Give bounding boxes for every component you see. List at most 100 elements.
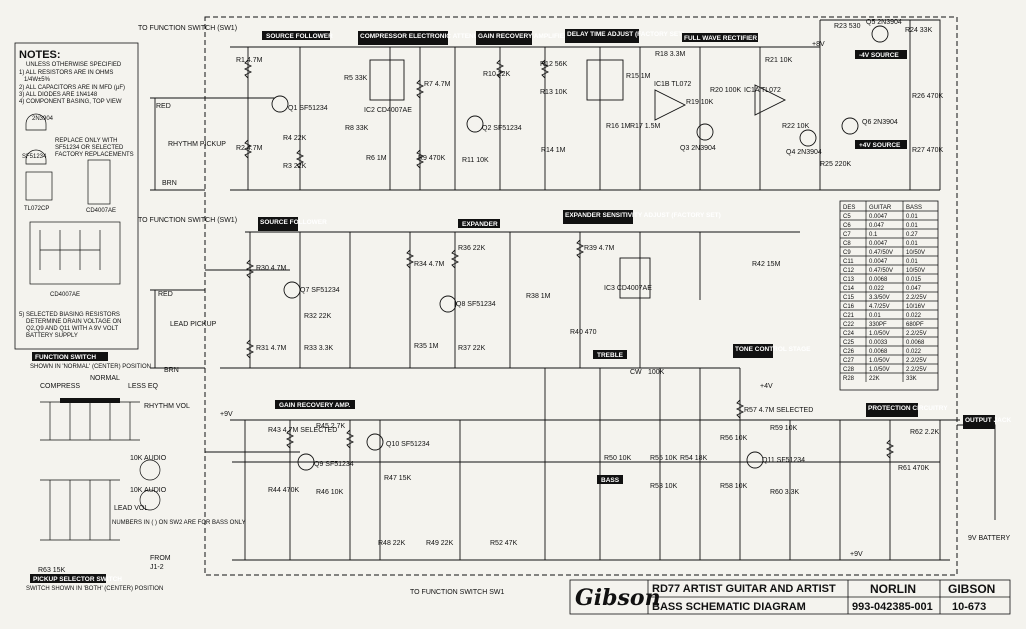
r47-label: R47 15K (384, 475, 412, 482)
to-function-switch-mid: TO FUNCTION SWITCH (SW1) (138, 217, 237, 224)
table-cell: 2.2/25V (906, 295, 927, 301)
lead-pot-icon (139, 489, 161, 511)
part-labels: R1 4.7M R2 4.7M R3 22K R4 22K R5 33K R6 … (38, 19, 943, 574)
r7-label: R7 4.7M (424, 81, 451, 88)
rhythm-pot-icon (139, 459, 161, 481)
table-cell: 0.0068 (906, 340, 925, 346)
q1-label: Q1 SF51234 (288, 105, 328, 112)
r62-label: R62 2.2K (910, 429, 940, 436)
q10-label: Q10 SF51234 (386, 441, 430, 448)
q1-transistor-icon (271, 95, 289, 113)
table-cell: 0.47/50V (869, 268, 893, 274)
r17-label: R17 1.5M (630, 123, 661, 130)
r13-label: R13 10K (540, 89, 568, 96)
r44-label: R44 470K (268, 487, 299, 494)
lead-red-wire: RED (158, 291, 173, 298)
table-cell: 1.0/50V (869, 331, 890, 337)
note-line: 5) SELECTED BIASING RESISTORS (19, 312, 120, 318)
q9-label: Q9 SF51234 (314, 461, 354, 468)
r10-label: R10 22K (483, 71, 511, 78)
q9-transistor-icon (297, 453, 315, 471)
r32-label: R32 22K (304, 313, 332, 320)
section-pickup-selector: PICKUP SELECTOR SWITCH (33, 576, 122, 583)
note-line: UNLESS OTHERWISE SPECIFIED (26, 62, 122, 68)
r49-label: R49 22K (426, 540, 454, 547)
section-bass: BASS (601, 477, 620, 484)
notes-heading: NOTES: (19, 49, 61, 61)
table-cell: C13 (843, 277, 855, 283)
section-source-follower: SOURCE FOLLOWER (266, 33, 333, 40)
r59-label: R59 10K (770, 425, 798, 432)
q7-label: Q7 SF51234 (300, 287, 340, 294)
note-line: 3) ALL DIODES ARE 1N4148 (19, 92, 98, 98)
r37-label: R37 22K (458, 345, 486, 352)
plus4v-label: +4V (760, 383, 773, 390)
compress-label: COMPRESS (40, 383, 80, 390)
gibson-logo: Gibson (575, 585, 661, 611)
r31-label: R31 4.7M (256, 345, 287, 352)
rhythm-vol-label: RHYTHM VOL (144, 403, 190, 410)
table-cell: 1.0/50V (869, 358, 890, 364)
treble-pot-value: 100K (648, 369, 665, 376)
q6-label: Q6 2N3904 (862, 119, 898, 126)
section-plus4v-source: +4V SOURCE (859, 142, 901, 149)
table-cell: C9 (843, 250, 851, 256)
r12-label: R12 56K (540, 61, 568, 68)
r48-label: R48 22K (378, 540, 406, 547)
table-cell: 3.3/50V (869, 295, 890, 301)
q5-label: Q5 2N3904 (866, 19, 902, 26)
transistors (271, 25, 889, 471)
company-name: NORLIN (870, 582, 916, 596)
table-cell: C25 (843, 340, 855, 346)
section-delay-time: DELAY TIME ADJUST (FACTORY SET) (567, 31, 684, 38)
brand-name: GIBSON (948, 582, 995, 596)
r11-label: R11 10K (462, 157, 489, 164)
lead-vol-label: LEAD VOL (114, 505, 148, 512)
plus9v-label: +9V (220, 411, 233, 418)
function-switch-caption: SHOWN IN 'NORMAL' (CENTER) POSITION (30, 364, 151, 370)
q2-transistor-icon (466, 115, 484, 133)
ic1b-label: IC1B TL072 (654, 81, 691, 88)
note-line: REPLACE ONLY WITH (55, 138, 117, 144)
treble-pot-cw: CW (630, 369, 642, 376)
note-line: SF51234 OR SELECTED (55, 145, 124, 151)
j1-2-label: J1-2 (150, 564, 164, 571)
r34-label: R34 4.7M (414, 261, 445, 268)
section-minus4v-source: -4V SOURCE (859, 52, 899, 59)
table-cell: 0.27 (906, 232, 918, 238)
jfet-outline-icon (25, 149, 47, 165)
section-compressor: COMPRESSOR ELECTRONIC ATTENUATOR (360, 33, 497, 40)
section-gain-recovery-amp: GAIN RECOVERY AMP. (279, 402, 350, 409)
section-treble: TREBLE (597, 352, 624, 359)
table-cell: C26 (843, 349, 855, 355)
q6-transistor-icon (841, 117, 859, 135)
r21-label: R21 10K (765, 57, 793, 64)
table-cell: 0.022 (906, 349, 922, 355)
lead-pickup-label: LEAD PICKUP (170, 321, 217, 328)
note-line: 1/4W±5% (24, 77, 51, 83)
section-function-switch: FUNCTION SWITCH (35, 354, 96, 361)
r50-label: R50 10K (604, 455, 632, 462)
r39-label: R39 4.7M (584, 245, 615, 252)
table-cell: 4.7/25V (869, 304, 890, 310)
r42-label: R42 15M (752, 261, 781, 268)
section-tone-control: TONE CONTROL STAGE (735, 346, 811, 353)
table-cell: C15 (843, 295, 855, 301)
table-cell: 0.047 (869, 223, 885, 229)
table-cell: 10/50V (906, 268, 925, 274)
note-line: 4) COMPONENT BASING, TOP VIEW (19, 99, 122, 105)
table-cell: 0.47/50V (869, 250, 893, 256)
ic1b-opamp-icon (654, 89, 687, 121)
table-cell: C6 (843, 223, 851, 229)
table-cell: 33K (906, 376, 917, 382)
r26-label: R26 470K (912, 93, 943, 100)
r18-label: R18 3.3M (655, 51, 686, 58)
rhythm-red-wire: RED (156, 103, 171, 110)
op-amps (654, 84, 787, 121)
table-cell: 0.047 (906, 286, 922, 292)
table-cell: C27 (843, 358, 855, 364)
rhythm-pickup-label: RHYTHM PICKUP (168, 141, 226, 148)
q4-transistor-icon (799, 129, 817, 147)
